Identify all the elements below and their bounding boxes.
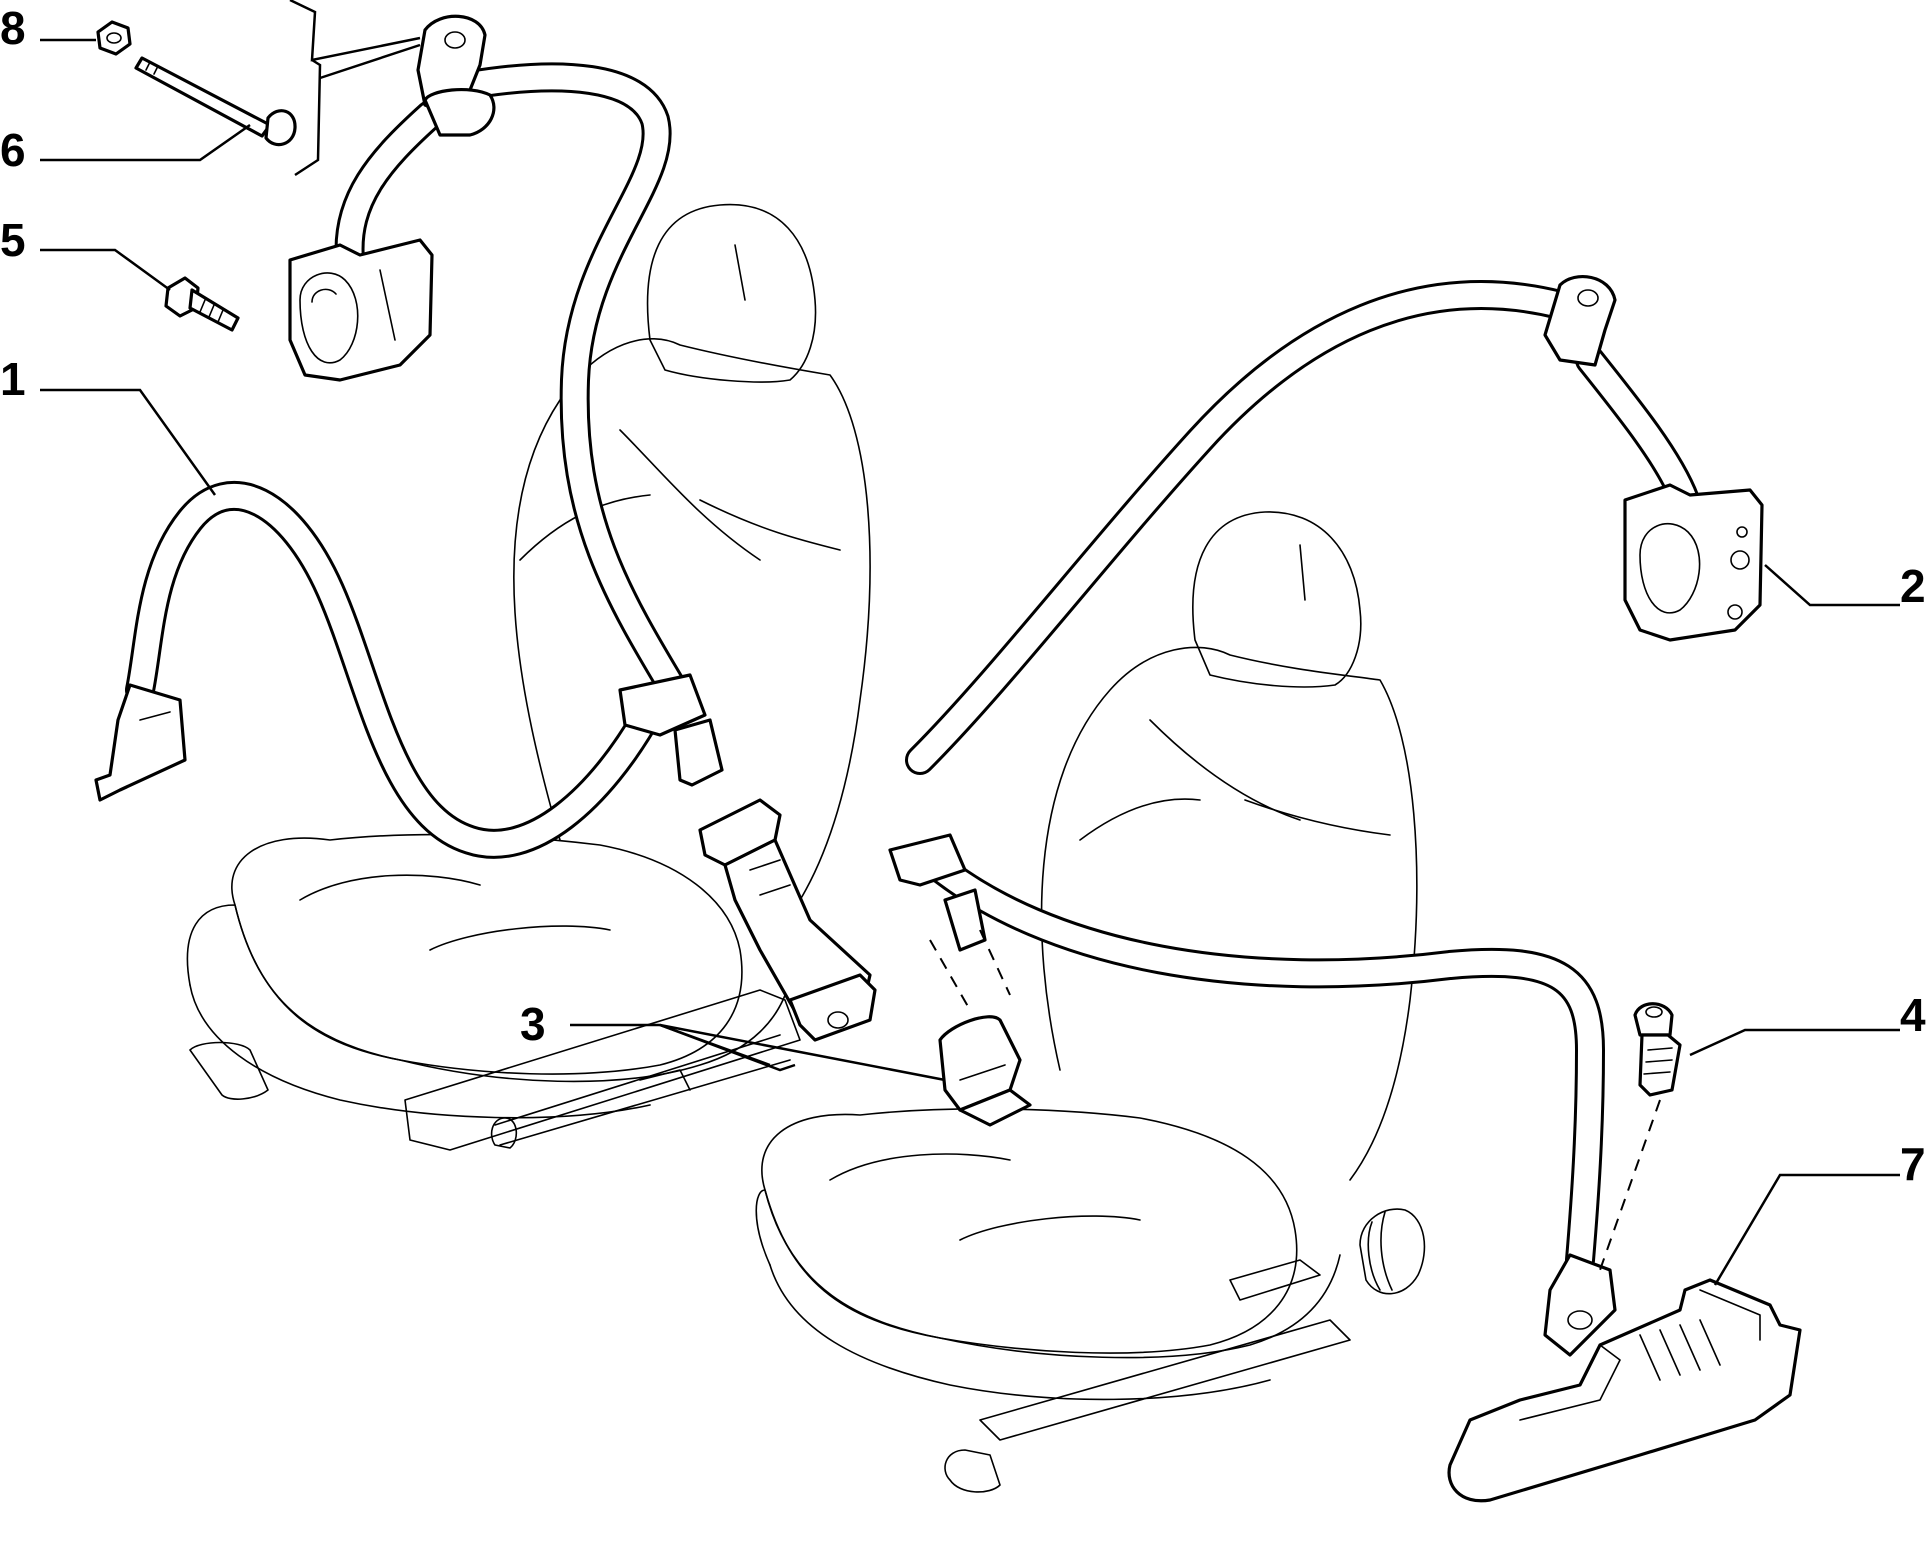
callout-4: 4 bbox=[1900, 989, 1926, 1041]
front-belt-right bbox=[888, 275, 1764, 1357]
callout-1: 1 bbox=[0, 353, 26, 405]
bolt-part-4 bbox=[1633, 1002, 1682, 1097]
nut-part-8 bbox=[96, 20, 132, 56]
front-belt-left bbox=[94, 14, 724, 859]
callout-5: 5 bbox=[0, 214, 26, 266]
right-seat bbox=[755, 511, 1426, 1493]
callout-3: 3 bbox=[520, 998, 546, 1050]
callout-6: 6 bbox=[0, 124, 26, 176]
leader-lines bbox=[40, 0, 1900, 1286]
callout-labels: 8 6 5 1 2 4 7 3 bbox=[0, 2, 1926, 1190]
trim-cover-part-7 bbox=[1447, 1278, 1802, 1503]
bolt-part-5 bbox=[164, 276, 240, 332]
bolt-part-6 bbox=[134, 56, 297, 147]
buckle-left bbox=[698, 798, 877, 1042]
callout-2: 2 bbox=[1900, 560, 1926, 612]
left-seat bbox=[186, 203, 871, 1151]
buckle-right bbox=[938, 1015, 1032, 1127]
callout-8: 8 bbox=[0, 2, 26, 54]
callout-7: 7 bbox=[1900, 1138, 1926, 1190]
